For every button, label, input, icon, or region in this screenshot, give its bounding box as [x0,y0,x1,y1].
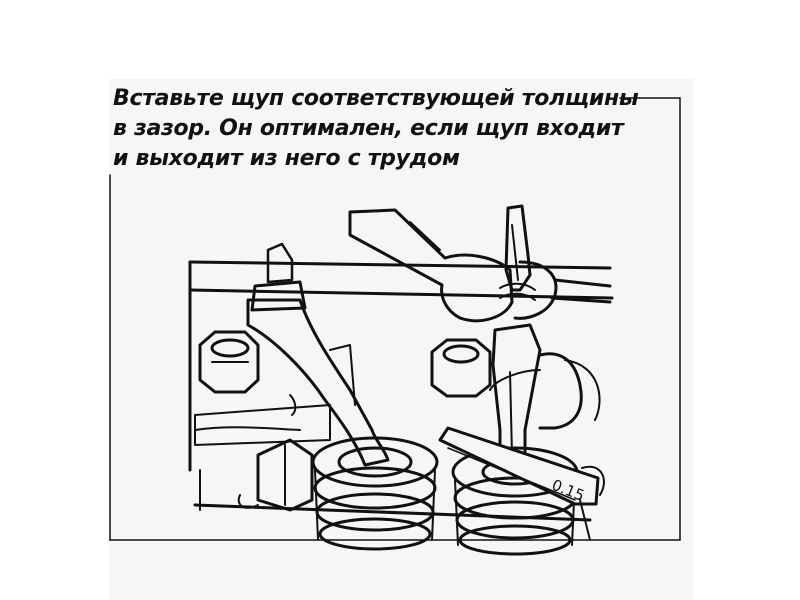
frame-lines [109,97,681,541]
right-rocker-arm [491,323,542,464]
caption-line-3: и выходит из него с трудом [113,146,460,171]
right-fitting [579,465,605,541]
middle-head-nut [430,338,492,398]
caption-line-1: Вставьте щуп соответствующей толщины [113,86,639,111]
left-rocker-arm [246,242,390,467]
lower-bolt [237,438,314,512]
left-head-nut [198,330,260,394]
caption-line-2: в зазор. Он оптимален, если щуп входит [113,116,624,141]
instruction-caption: Вставьте щуп соответствующей толщины в з… [113,84,639,174]
screwdriver [499,204,536,301]
open-end-wrench [348,208,612,323]
right-rocker-support [489,352,601,430]
left-valve-spring [311,436,439,551]
